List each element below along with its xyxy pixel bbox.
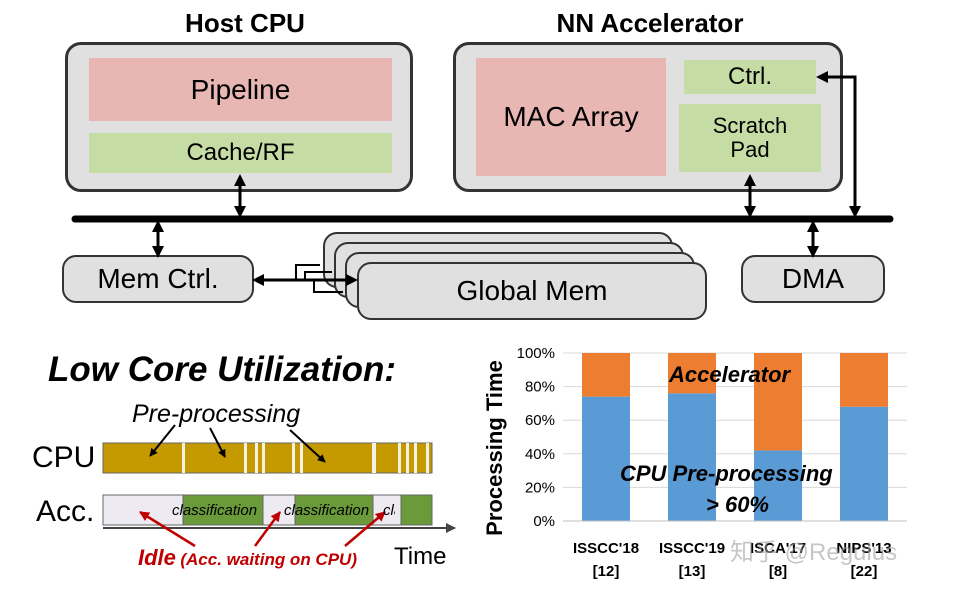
acc-compute-segment (294, 494, 374, 526)
chart-bar-cpu-preprocessing (754, 450, 802, 521)
pipeline-block: Pipeline (89, 58, 392, 121)
chart-y-tick-label: 100% (517, 345, 555, 362)
cache-rf-label: Cache/RF (186, 139, 295, 166)
idle-note: (Acc. waiting on CPU) (180, 550, 357, 569)
ctrl-label: Ctrl. (728, 63, 772, 90)
classification-label-2: classification (284, 502, 370, 519)
classification-label-1: classification (172, 502, 258, 519)
watermark: 知乎 @Regulus (730, 539, 898, 566)
accelerator-annotation: Accelerator (669, 362, 791, 387)
cpu-gap (262, 443, 265, 473)
acc-compute-segment (400, 494, 433, 526)
chart-y-tick-label: 60% (525, 412, 555, 429)
cpu-gap (182, 443, 185, 473)
chart-bar-cpu-preprocessing (582, 396, 630, 521)
classification-label-3: classification (383, 502, 395, 519)
cpu-timeline-bar (102, 442, 433, 474)
globalmem-link-1 (295, 264, 320, 280)
chart-bar-accelerator (668, 353, 716, 394)
cpu-gap (398, 443, 401, 473)
preprocessing-label: Pre-processing (132, 400, 301, 428)
mem-ctrl-label: Mem Ctrl. (97, 263, 219, 294)
idle-pointer (253, 511, 282, 547)
chart-x-ref-label: [12] (593, 563, 620, 580)
chart-x-ref-label: [13] (679, 563, 706, 580)
chart-y-tick-label: 80% (525, 379, 555, 396)
global-mem-label: Global Mem (456, 275, 608, 306)
chart-x-tick-label: ISCA'17 (750, 540, 806, 557)
mac-array-block: MAC Array (476, 58, 666, 176)
cache-rf-block: Cache/RF (89, 133, 392, 173)
preprocessing-pointer (289, 429, 326, 463)
ctrl-block: Ctrl. (684, 60, 816, 94)
idle-pointer (344, 511, 386, 547)
utilization-title: Low Core Utilization: (48, 350, 397, 389)
acc-idle-segment (262, 494, 296, 526)
pad-label: Pad (730, 137, 770, 162)
chart-bar-accelerator (582, 353, 630, 397)
cpu-preprocessing-annotation: CPU Pre-processing (620, 461, 833, 486)
chart-y-tick-label: 0% (533, 513, 555, 530)
cpu-gap (414, 443, 417, 473)
chart-bar-accelerator (840, 353, 888, 407)
chart-y-tick-label: 20% (525, 479, 555, 496)
global-mem-box: Global Mem (357, 262, 707, 320)
chart-y-tick-label: 40% (525, 446, 555, 463)
pipeline-label: Pipeline (190, 73, 291, 105)
chart-x-tick-label: ISSCC'19 (659, 540, 725, 557)
mac-array-label: MAC Array (503, 101, 639, 132)
idle-pointer (139, 510, 196, 548)
scratch-label: Scratch (712, 113, 788, 138)
cpu-gap (244, 443, 247, 473)
idle-label: Idle (138, 545, 176, 570)
idle-annotation: Idle (Acc. waiting on CPU) (138, 545, 357, 571)
chart-bar-accelerator (754, 353, 802, 451)
time-label: Time (394, 543, 447, 570)
chart-bar-cpu-preprocessing (840, 406, 888, 521)
globalmem-link-3 (313, 280, 343, 293)
scratch-pad-block: Scratch Pad (679, 104, 821, 172)
host-cpu-title: Host CPU (185, 8, 305, 38)
cpu-gap (300, 443, 303, 473)
chart-x-tick-label: NIPS'13 (836, 540, 891, 557)
globalmem-link-2 (304, 271, 332, 280)
cpu-gap (372, 443, 376, 473)
cpu-gap (292, 443, 295, 473)
chart-x-ref-label: [8] (769, 563, 787, 580)
cpu-row-label: CPU (32, 441, 96, 474)
preprocessing-pointer (149, 424, 176, 457)
dma-label: DMA (781, 263, 845, 294)
dma-box: DMA (741, 255, 885, 303)
cpu-gap (406, 443, 409, 473)
cpu-gap (255, 443, 258, 473)
nn-accelerator-title: NN Accelerator (556, 8, 744, 38)
preprocessing-pointer (209, 427, 226, 458)
acc-row-label: Acc. (36, 495, 95, 528)
ctrl-bus-arrow (816, 71, 861, 218)
chart-x-tick-label: ISSCC'18 (573, 540, 639, 557)
chart-bar-cpu-preprocessing (668, 393, 716, 521)
cpu-gap (426, 443, 429, 473)
sixty-percent-annotation: > 60% (706, 492, 769, 517)
chart-x-ref-label: [22] (851, 563, 878, 580)
